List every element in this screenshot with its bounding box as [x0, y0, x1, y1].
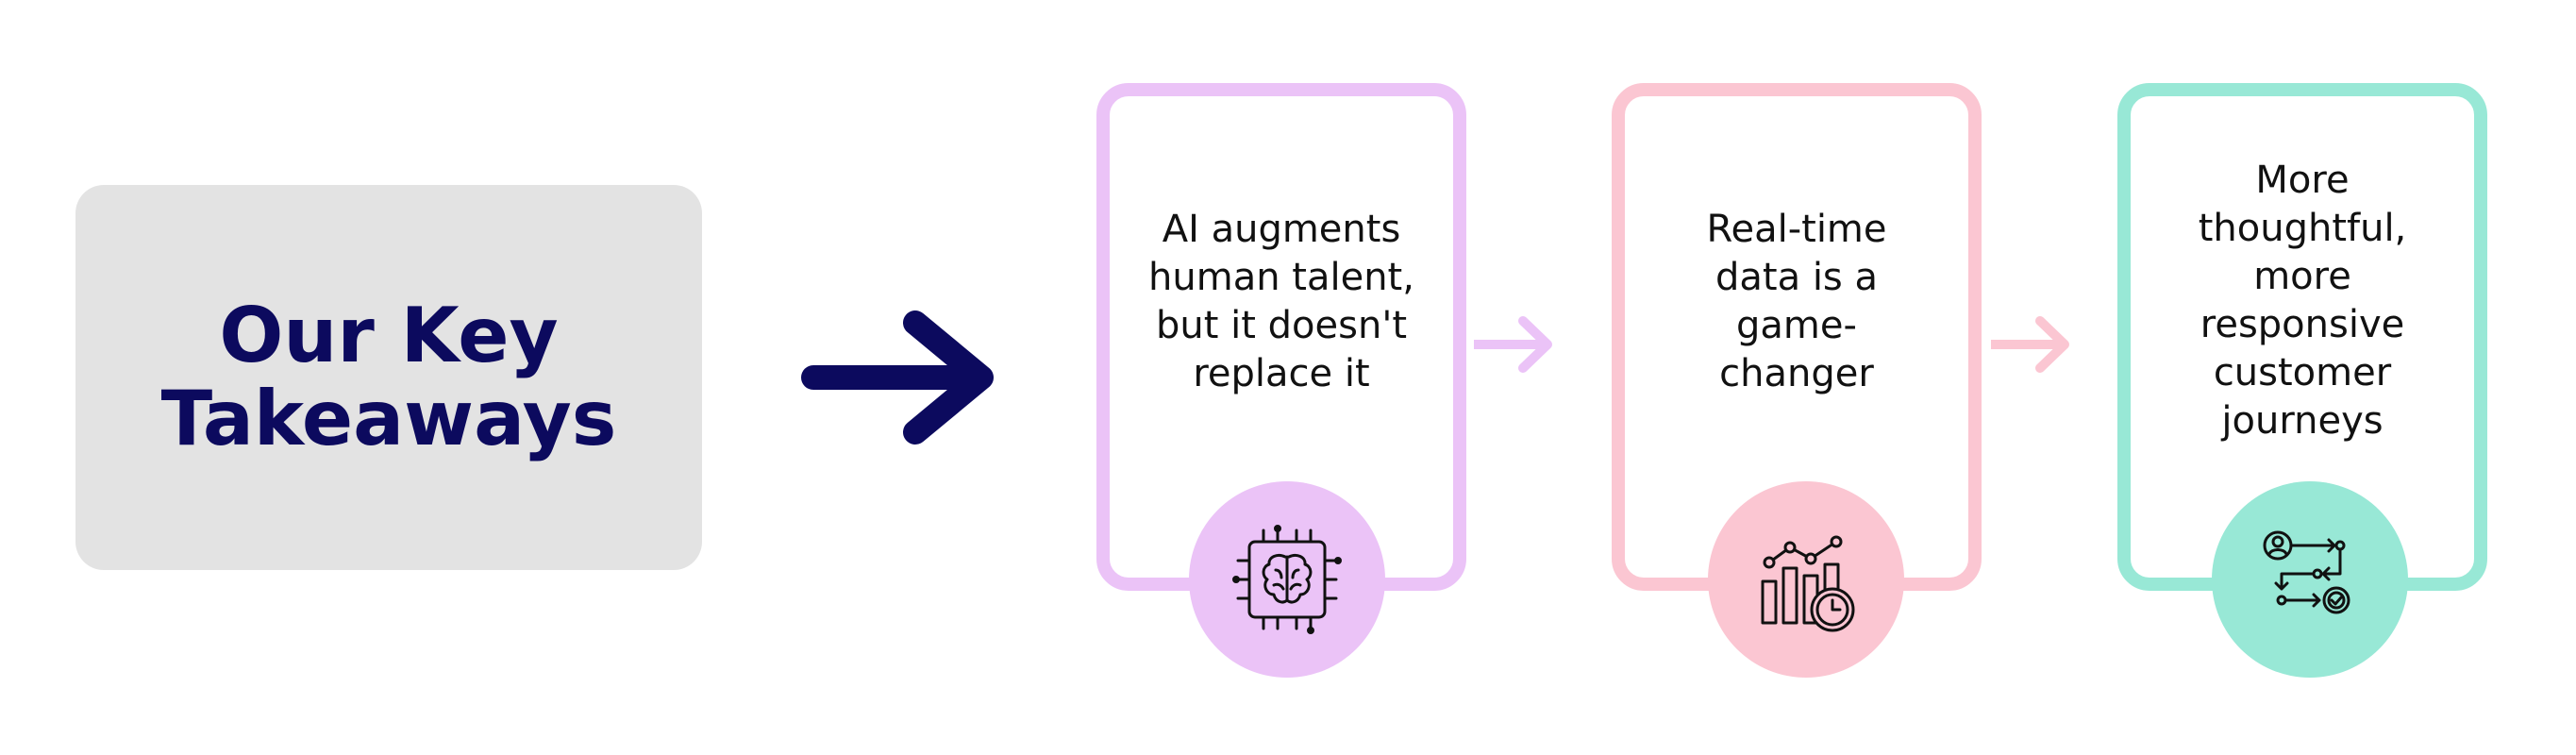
title-panel: Our Key Takeaways [75, 185, 702, 570]
main-arrow-icon [801, 310, 994, 445]
takeaway-card-3-icon-circle [2212, 481, 2408, 678]
title-line-1: Our Key [219, 292, 559, 379]
takeaway-card-1: AI augments human talent, but it doesn't… [1096, 83, 1466, 591]
takeaway-card-3-text: More thoughtful, more responsive custome… [2198, 159, 2407, 443]
connector-arrow-1-icon [1474, 316, 1552, 373]
chart-clock-icon [1761, 535, 1855, 632]
takeaway-card-2-icon-circle [1708, 481, 1904, 678]
customer-journey-icon [2263, 530, 2350, 614]
brain-chip-icon [1232, 525, 1342, 634]
takeaway-card-2-text: Real-time data is a game- changer [1706, 208, 1887, 395]
title-line-2: Takeaways [160, 375, 617, 462]
page-title: Our Key Takeaways [161, 294, 617, 461]
connector-arrow-2-icon [1991, 316, 2069, 373]
takeaway-card-1-icon-circle [1189, 481, 1385, 678]
takeaway-card-1-text: AI augments human talent, but it doesn't… [1148, 208, 1414, 395]
